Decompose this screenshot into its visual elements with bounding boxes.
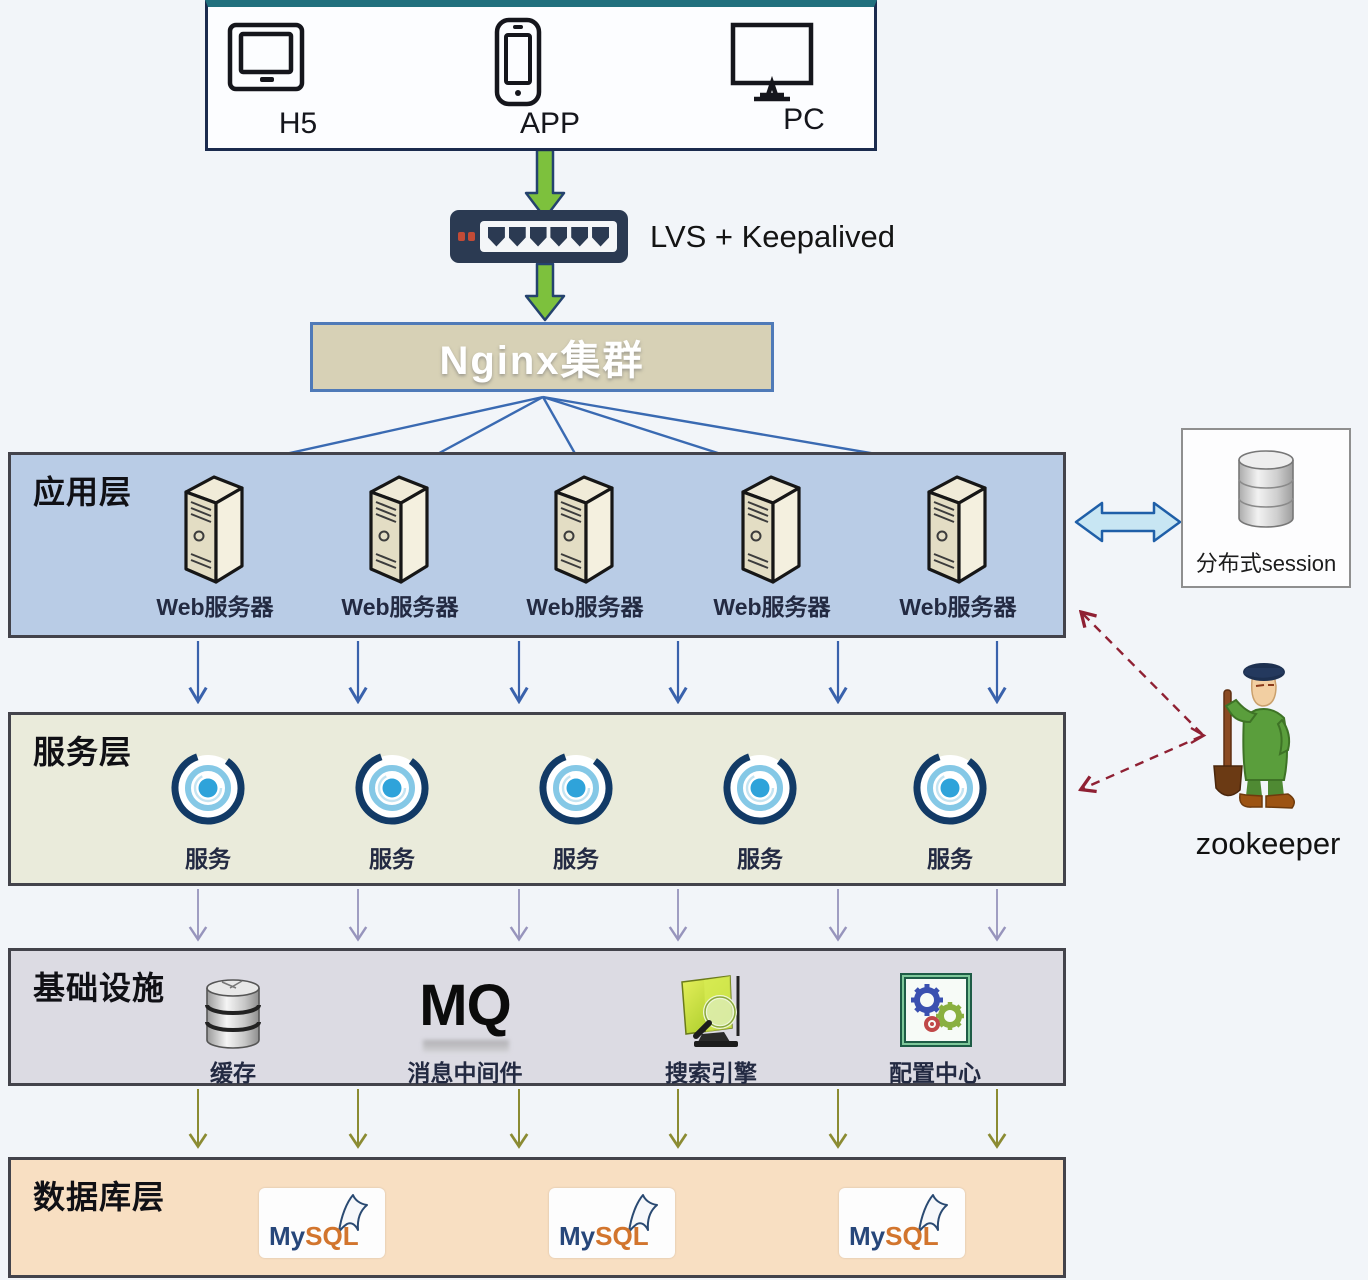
server-tower-icon <box>927 475 987 584</box>
mysql-dolphin-icon <box>918 1194 948 1233</box>
mysql-dolphin-icon <box>338 1194 368 1233</box>
infra-layer-band: 基础设施 <box>8 948 1066 1086</box>
web-server-label: Web服务器 <box>341 594 459 620</box>
web-server: Web服务器 <box>878 470 1038 622</box>
switch-led <box>468 232 475 241</box>
mysql-text-sql: SQL <box>305 1221 359 1251</box>
web-server-label: Web服务器 <box>156 594 274 620</box>
smartphone-icon <box>494 17 542 107</box>
service-node: 服务 <box>312 748 472 874</box>
cache-database-icon <box>205 979 261 1049</box>
switch-led <box>458 232 465 241</box>
zookeeper-label: zookeeper <box>1195 826 1341 861</box>
client-pc: PC <box>724 17 884 137</box>
distributed-session-box: 分布式session <box>1181 428 1351 588</box>
service-spiral-icon <box>355 751 429 825</box>
client-h5: H5 <box>218 17 378 141</box>
config-center-icon <box>900 973 972 1047</box>
app-to-service-arrows <box>198 641 997 700</box>
mysql-logo: MySQL <box>839 1188 965 1258</box>
clients-box: H5 APP PC <box>205 0 877 151</box>
service-spiral-icon <box>723 751 797 825</box>
service-node: 服务 <box>870 748 1030 874</box>
web-server-label: Web服务器 <box>713 594 831 620</box>
infra-to-db-arrows <box>188 1089 1007 1149</box>
mysql-text-my: My <box>269 1221 306 1251</box>
app-layer-title: 应用层 <box>33 474 133 510</box>
mysql-dolphin-icon <box>628 1194 658 1233</box>
service-node: 服务 <box>680 748 840 874</box>
web-server: Web服务器 <box>505 470 665 622</box>
search-engine-label: 搜索引擎 <box>665 1060 757 1086</box>
web-server-label: Web服务器 <box>899 594 1017 620</box>
service-to-infra-arrows <box>188 889 1007 942</box>
client-app-label: APP <box>519 107 581 140</box>
db-layer-title: 数据库层 <box>33 1179 166 1215</box>
green-arrow-lvs-to-nginx <box>524 262 566 322</box>
zookeeper-figure-icon <box>1213 663 1295 809</box>
distributed-session-label: 分布式session <box>1195 551 1337 576</box>
client-app: APP <box>470 17 630 141</box>
web-server: Web服务器 <box>320 470 480 622</box>
zookeeper-dashed-links <box>1082 613 1203 789</box>
server-tower-icon <box>554 475 614 584</box>
client-h5-label: H5 <box>278 107 318 140</box>
service-label: 服务 <box>369 846 415 872</box>
app-layer-band: 应用层 <box>8 452 1066 638</box>
infra-layer-title: 基础设施 <box>33 970 166 1006</box>
service-node: 服务 <box>128 748 288 874</box>
mq-label: 消息中间件 <box>407 1060 523 1086</box>
green-arrow-clients-to-lvs <box>524 148 566 220</box>
web-server: Web服务器 <box>692 470 852 622</box>
lvs-label: LVS + Keepalived <box>650 219 896 254</box>
client-pc-label: PC <box>783 103 825 136</box>
mysql-logo: MySQL <box>259 1188 385 1258</box>
server-tower-icon <box>184 475 244 584</box>
tv-icon <box>227 22 305 92</box>
nginx-cluster-box: Nginx集群 <box>310 322 774 392</box>
mysql-logo: MySQL <box>549 1188 675 1258</box>
service-label: 服务 <box>553 846 599 872</box>
service-spiral-icon <box>171 751 245 825</box>
server-tower-icon <box>741 475 801 584</box>
service-node: 服务 <box>496 748 656 874</box>
monitor-icon <box>730 22 814 102</box>
nginx-cluster-label: Nginx集群 <box>439 339 645 383</box>
mysql-text-my: My <box>559 1221 596 1251</box>
service-label: 服务 <box>927 846 973 872</box>
server-tower-icon <box>369 475 429 584</box>
service-spiral-icon <box>913 751 987 825</box>
session-database-icon <box>1238 450 1294 528</box>
mq-icon: MQ <box>419 973 511 1038</box>
service-label: 服务 <box>737 846 783 872</box>
session-double-arrow <box>1074 501 1182 543</box>
mysql-text-my: My <box>849 1221 886 1251</box>
service-label: 服务 <box>185 846 231 872</box>
mq-reflection <box>423 1040 509 1052</box>
lvs-switch-icon <box>450 210 628 263</box>
cache-label: 缓存 <box>210 1060 256 1086</box>
mysql-text-sql: SQL <box>885 1221 939 1251</box>
service-spiral-icon <box>539 751 613 825</box>
search-engine-icon <box>681 975 740 1047</box>
web-server-label: Web服务器 <box>526 594 644 620</box>
switch-ports <box>480 221 617 252</box>
config-center-label: 配置中心 <box>889 1060 981 1086</box>
web-server: Web服务器 <box>135 470 295 622</box>
mysql-text-sql: SQL <box>595 1221 649 1251</box>
service-layer-title: 服务层 <box>33 734 133 770</box>
